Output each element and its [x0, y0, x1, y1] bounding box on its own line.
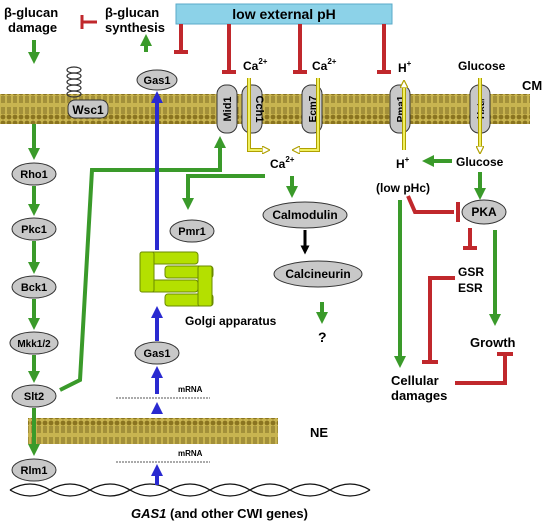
pka-protein [461, 199, 507, 225]
h-ext-label: H+ [398, 59, 412, 75]
growth-label: Growth [470, 335, 516, 350]
mrna-bottom-label: mRNA [178, 449, 203, 458]
mapk-cascade: Rho1 Pkc1 Bck1 Mkk1/2 Slt2 Rlm1 [9, 162, 59, 482]
cellular-damages-label-2: damages [391, 388, 447, 403]
gas1-mid-label: Gas1 [144, 348, 171, 360]
inhibition-arrows [406, 195, 513, 385]
slt2-protein [11, 384, 57, 408]
low-ph-inhibitions [174, 24, 391, 74]
unknown-target-label: ? [318, 329, 327, 345]
wsc1-label: Wsc1 [72, 103, 104, 117]
pkc1-label: Pkc1 [21, 224, 47, 236]
ca-int-label: Ca2+ [270, 155, 295, 171]
beta-glucan-synthesis-label-2: synthesis [105, 20, 165, 35]
glucose-int-label: Glucose [456, 155, 504, 169]
gsr-label: GSR [458, 265, 484, 279]
beta-glucan-synthesis-label-1: β-glucan [105, 5, 159, 20]
low-ph-banner [175, 3, 393, 25]
nuclear-envelope [28, 418, 278, 444]
pma1-label: Pma1 [396, 95, 407, 122]
ca-ext-1-label: Ca2+ [243, 57, 268, 73]
rlm1-protein [11, 458, 57, 482]
gene-label: GAS1 (and other CWI genes) [131, 506, 308, 521]
bck1-protein [11, 275, 57, 299]
nuclear-envelope-label: NE [310, 425, 328, 440]
gas1-mid-protein [134, 341, 180, 365]
mkk-protein [9, 331, 59, 355]
low-ph-banner-label: low external pH [232, 6, 335, 22]
beta-glucan-damage-label-2: damage [8, 20, 57, 35]
pmr1-label: Pmr1 [178, 226, 206, 238]
gas1-top-label: Gas1 [144, 75, 171, 87]
pmr1-protein [169, 219, 215, 243]
dna-strand-2 [9, 483, 371, 497]
bck1-label: Bck1 [21, 282, 47, 294]
wsc1-protein [67, 99, 109, 119]
golgi-apparatus [139, 251, 214, 307]
pka-label: PKA [471, 205, 497, 219]
mkk-label: Mkk1/2 [17, 339, 51, 350]
calcineurin-label: Calcineurin [285, 267, 350, 281]
ecm7-label: Ecm7 [308, 95, 319, 122]
beta-glucan-damage-label-1: β-glucan [4, 5, 58, 20]
rho1-label: Rho1 [20, 169, 48, 181]
low-phc-label: (low pHc) [376, 181, 430, 195]
cellular-damages-label-1: Cellular [391, 373, 439, 388]
calmodulin-label: Calmodulin [272, 208, 337, 222]
slt2-label: Slt2 [24, 391, 44, 403]
rlm1-label: Rlm1 [21, 465, 48, 477]
glucose-ext-label: Glucose [458, 59, 506, 73]
cell-membrane-label: CM [522, 78, 542, 93]
gene-rest: (and other CWI genes) [166, 506, 308, 521]
mid1-protein [216, 84, 238, 134]
mrna-top-label: mRNA [178, 385, 203, 394]
pkc1-protein [11, 217, 57, 241]
activation-arrows [28, 34, 501, 456]
cch1-label: Cch1 [253, 96, 265, 123]
dna-strand-1 [9, 483, 371, 497]
wsc1-coil [66, 66, 82, 98]
esr-label: ESR [458, 281, 483, 295]
ca-ext-2-label: Ca2+ [312, 57, 337, 73]
synthesis-inhibits-damage [80, 15, 97, 29]
h-int-label: H+ [396, 155, 410, 171]
gas1-top-protein [136, 69, 178, 91]
rho1-protein [11, 162, 57, 186]
calcineurin-protein [273, 260, 363, 288]
calmodulin-protein [262, 201, 348, 229]
mid1-label: Mid1 [222, 96, 234, 121]
gene-name: GAS1 [131, 506, 166, 521]
golgi-label: Golgi apparatus [185, 314, 277, 328]
